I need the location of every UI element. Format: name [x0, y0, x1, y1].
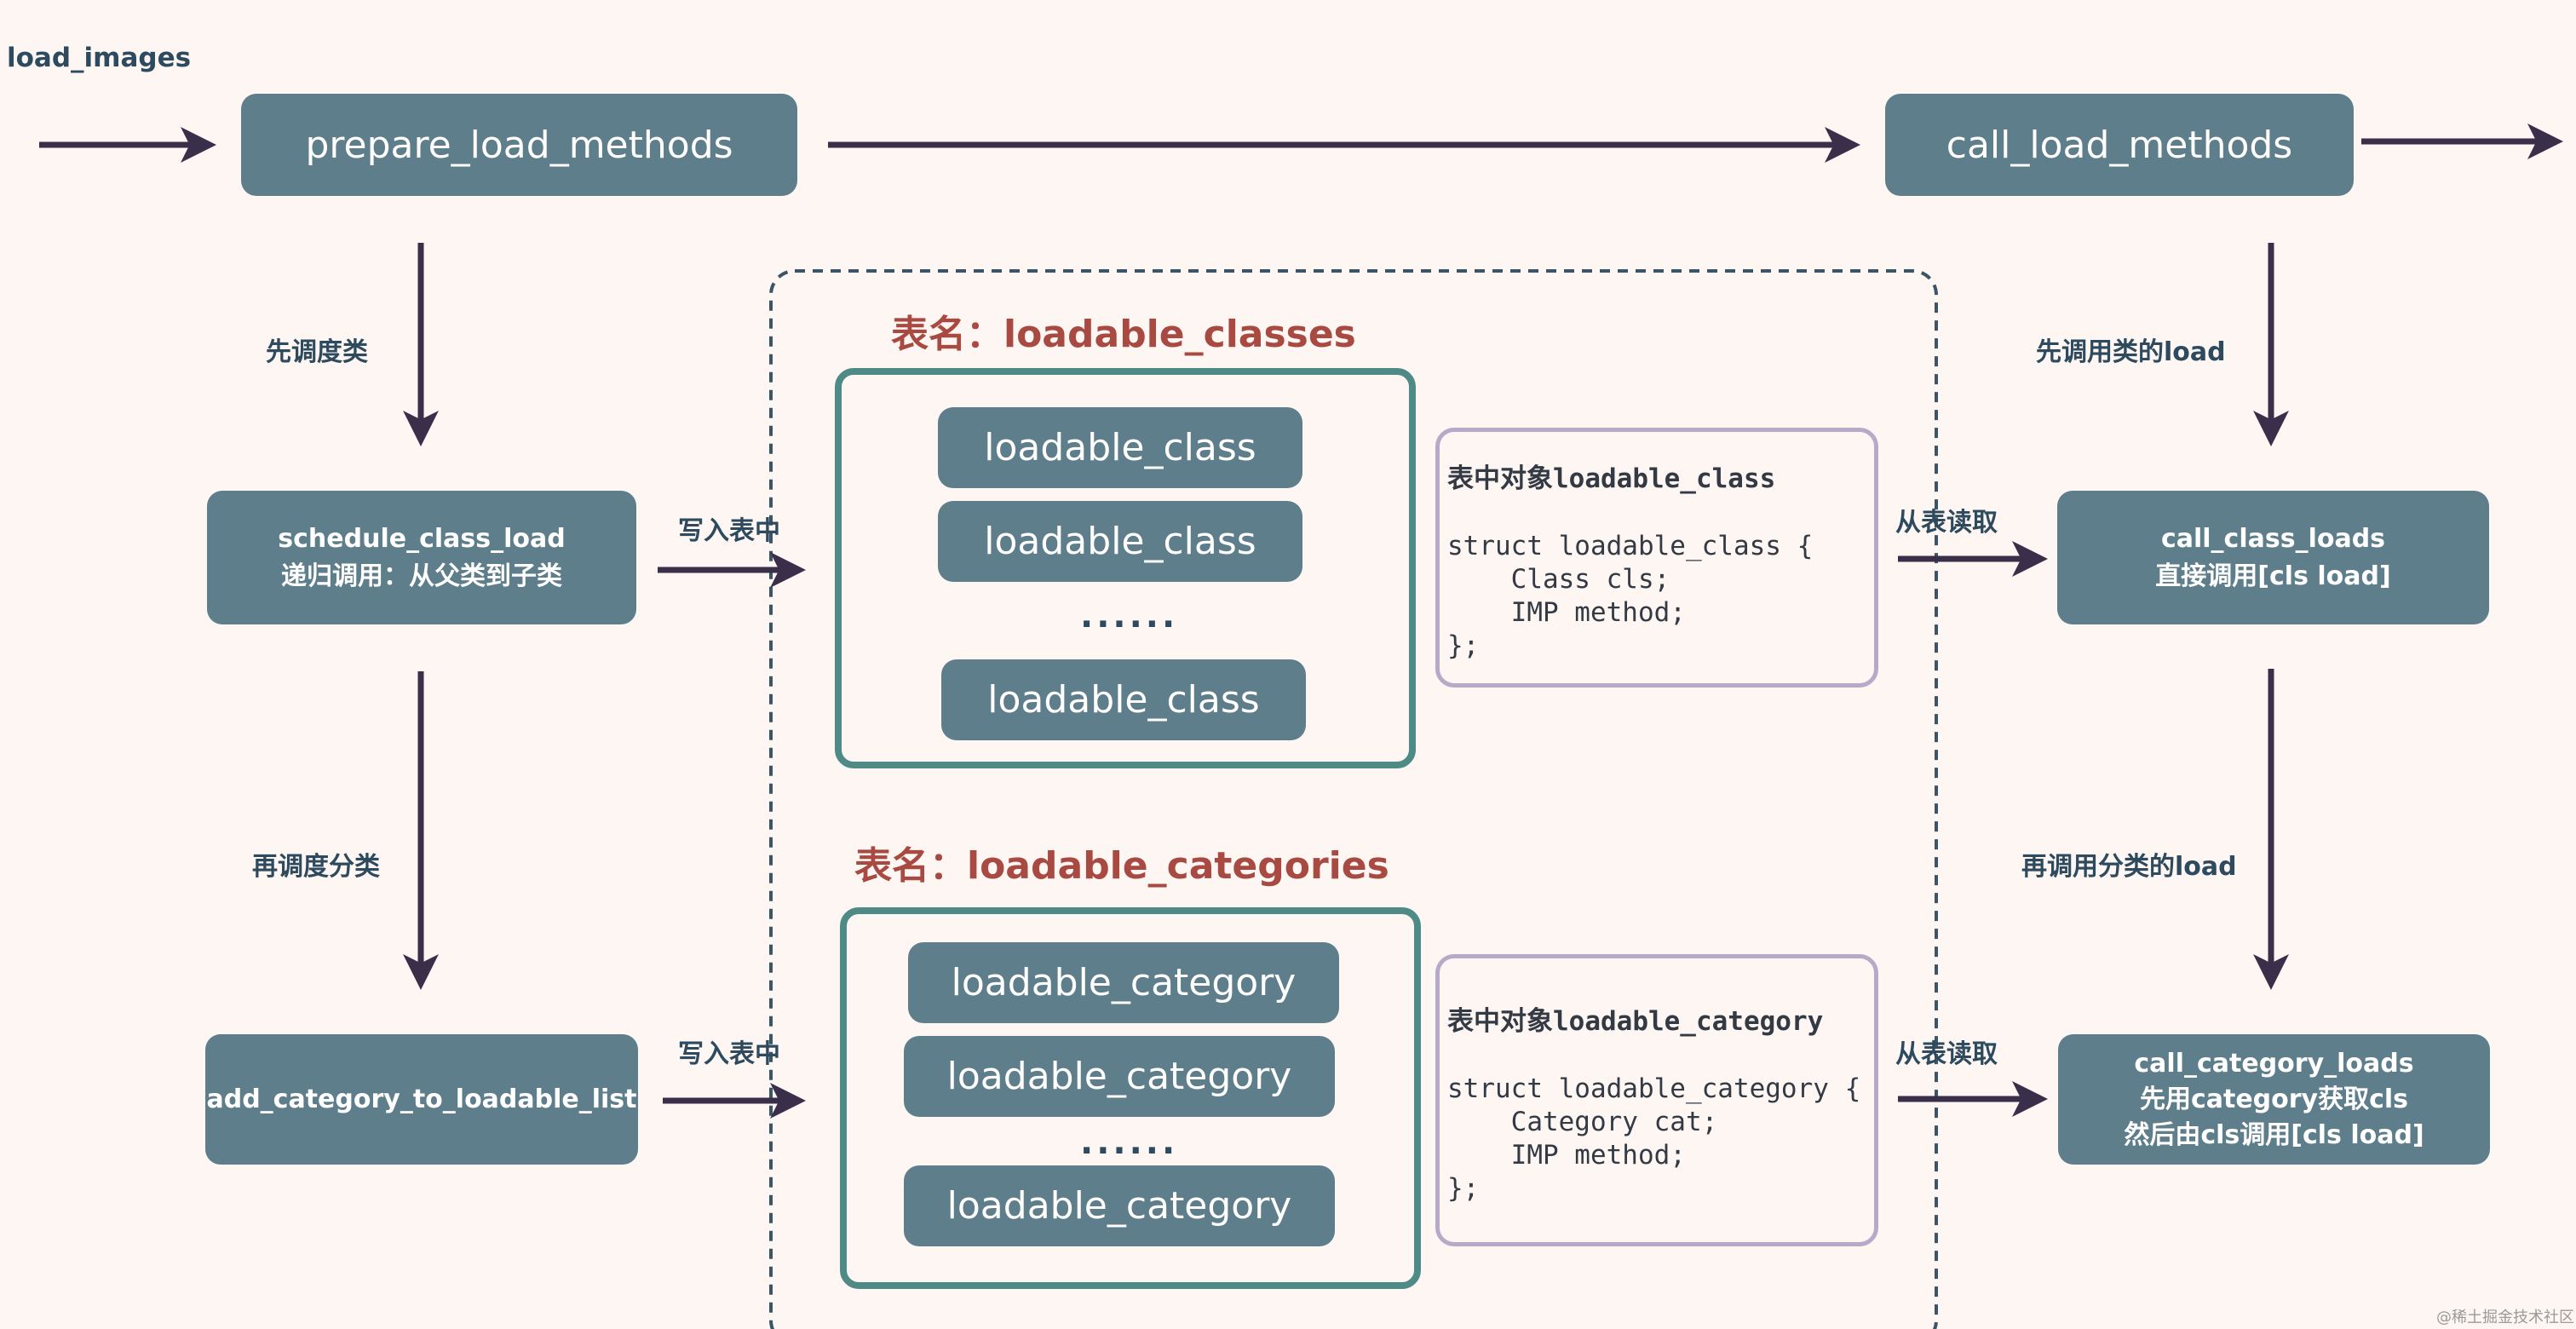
categories-item-3: loadable_category [904, 1165, 1335, 1246]
class-struct-code: struct loadable_class { Class cls; IMP m… [1447, 531, 1814, 661]
call-category-line2: 先用category获取cls [2139, 1084, 2409, 1114]
classes-item-3: loadable_class [941, 659, 1306, 740]
categories-table-title: 表名：loadable_categories [854, 835, 1389, 889]
call-class-label: 先调用类的load [2036, 337, 2226, 367]
watermark: @稀土掘金技术社区 [2436, 1309, 2574, 1326]
categories-title-name: loadable_categories [967, 844, 1389, 888]
read-label-classes: 从表读取 [1895, 508, 1998, 538]
prepare-load-methods-box: prepare_load_methods [241, 94, 797, 196]
call-class-line1: call_class_loads [2160, 523, 2386, 554]
schedule-class-line1: schedule_class_load [278, 523, 566, 554]
dashed-container [769, 269, 1938, 1329]
schedule-class-label: 先调度类 [266, 337, 368, 367]
call-label: call_load_methods [1946, 123, 2293, 167]
classes-item-2: loadable_class [938, 501, 1302, 582]
category-struct-box: 表中对象loadable_category struct loadable_ca… [1435, 954, 1878, 1246]
call-category-loads-box: call_category_loads 先用category获取cls 然后由c… [2058, 1034, 2490, 1165]
classes-table-title: 表名：loadable_classes [891, 303, 1356, 358]
read-label-categories: 从表读取 [1895, 1039, 1998, 1069]
call-category-line3: 然后由cls调用[cls load] [2124, 1119, 2424, 1150]
classes-table-frame [835, 368, 1416, 768]
category-struct-heading: 表中对象loadable_category [1447, 1006, 1824, 1037]
classes-ellipsis: ...... [1080, 596, 1179, 636]
categories-table-frame [840, 907, 1421, 1289]
call-load-methods-box: call_load_methods [1885, 94, 2354, 196]
schedule-class-load-box: schedule_class_load 递归调用：从父类到子类 [207, 491, 636, 624]
prepare-label: prepare_load_methods [305, 123, 733, 167]
call-category-label: 再调用分类的load [2021, 852, 2237, 882]
categories-title-prefix: 表名： [854, 844, 967, 888]
call-class-loads-box: call_class_loads 直接调用[cls load] [2057, 491, 2489, 624]
categories-ellipsis: ...... [1080, 1123, 1179, 1162]
add-category-box: add_category_to_loadable_list [205, 1034, 638, 1165]
call-class-line2: 直接调用[cls load] [2155, 561, 2391, 591]
class-struct-heading: 表中对象loadable_class [1447, 463, 1776, 494]
category-struct-code: struct loadable_category { Category cat;… [1447, 1073, 1861, 1204]
classes-item-1: loadable_class [938, 407, 1302, 488]
entry-label: load_images [7, 43, 192, 73]
write-label-classes: 写入表中 [678, 516, 780, 546]
schedule-category-label: 再调度分类 [252, 852, 380, 882]
schedule-class-line2: 递归调用：从父类到子类 [281, 561, 562, 591]
classes-title-name: loadable_classes [1003, 313, 1356, 356]
add-category-text: add_category_to_loadable_list [206, 1084, 637, 1114]
classes-title-prefix: 表名： [891, 313, 1003, 356]
call-category-line1: call_category_loads [2134, 1048, 2414, 1079]
write-label-categories: 写入表中 [678, 1039, 780, 1069]
categories-item-1: loadable_category [908, 942, 1339, 1023]
categories-item-2: loadable_category [904, 1036, 1335, 1117]
class-struct-box: 表中对象loadable_class struct loadable_class… [1435, 428, 1878, 688]
